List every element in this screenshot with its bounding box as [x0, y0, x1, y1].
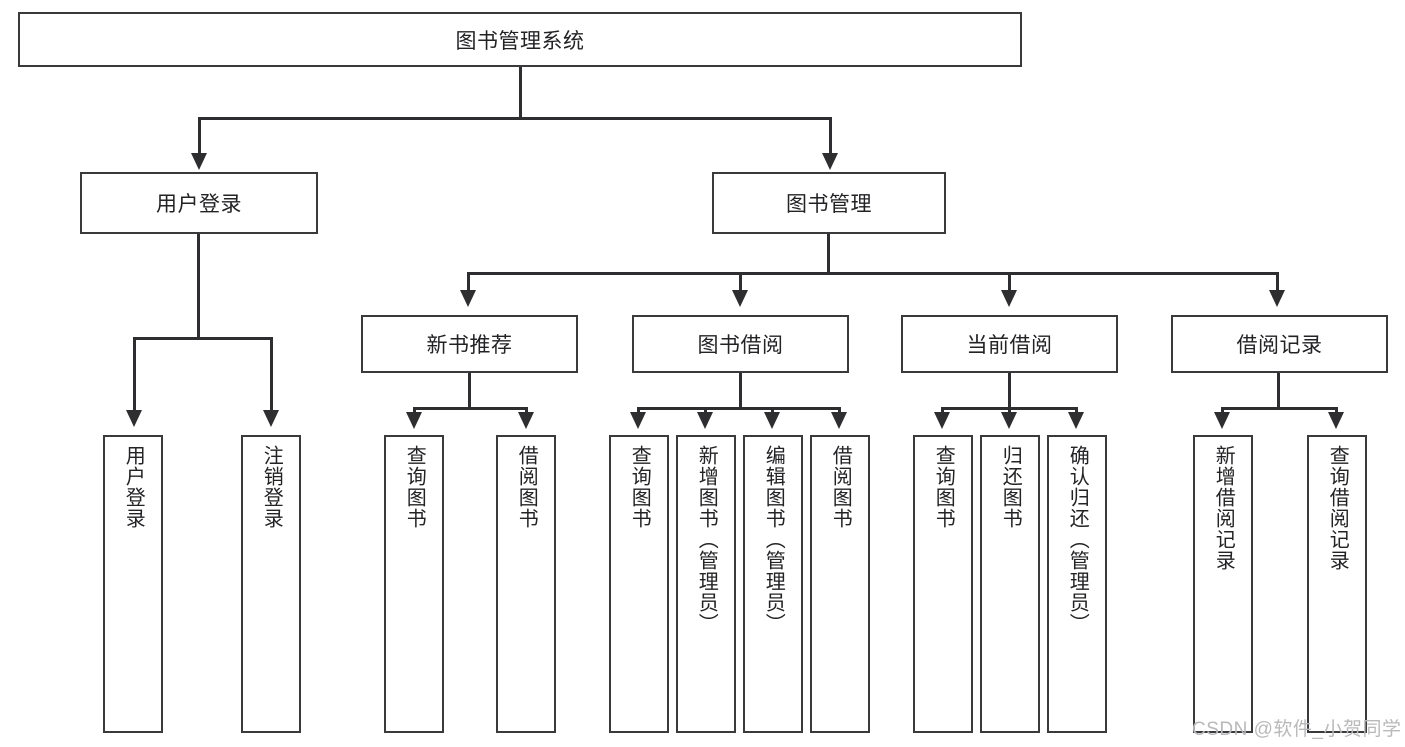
connector-user-login-bus	[133, 337, 273, 340]
connector-user-login-leaf-1	[133, 337, 136, 412]
connector-current-borrow-trunk	[1008, 373, 1011, 410]
leaf-current-borrow-2[interactable]: 归还图书	[980, 435, 1040, 733]
node-borrow-record[interactable]: 借阅记录	[1171, 315, 1388, 373]
connector-new-book-recommend-bus	[413, 407, 528, 410]
connector-user-login-leaf-2	[270, 337, 273, 412]
arrow-br-leaf-1	[1214, 412, 1230, 429]
arrow-bb-leaf-1	[630, 412, 646, 429]
node-label: 归还图书	[999, 445, 1022, 529]
node-label: 当前借阅	[966, 334, 1053, 357]
arrow-user-login-leaf-1	[126, 410, 142, 427]
node-new-book-recommend[interactable]: 新书推荐	[361, 315, 578, 373]
connector-borrow-record-bus	[1221, 407, 1338, 410]
arrow-cb-leaf-1	[934, 412, 950, 429]
node-current-borrow[interactable]: 当前借阅	[901, 315, 1118, 373]
node-label: 图书管理	[786, 193, 872, 216]
arrow-cb-leaf-3	[1068, 412, 1084, 429]
node-label: 查询图书	[628, 445, 651, 529]
node-root-book-management-system[interactable]: 图书管理系统	[18, 12, 1022, 67]
arrow-root-to-user-login	[191, 153, 207, 170]
connector-to-book-borrow	[739, 272, 742, 292]
connector-to-borrow-record	[1276, 272, 1279, 292]
arrow-br-leaf-2	[1328, 412, 1344, 429]
connector-root-trunk	[519, 67, 522, 119]
connector-root-to-book-management	[829, 117, 832, 155]
node-label: 注销登录	[260, 445, 283, 529]
connector-book-borrow-trunk	[739, 373, 742, 410]
connector-nbr-leaf-2	[525, 407, 528, 415]
arrow-to-current-borrow	[1001, 290, 1017, 307]
node-label: 用户登录	[122, 445, 145, 529]
arrow-to-new-book-recommend	[460, 290, 476, 307]
connector-cb-leaf-1	[941, 407, 944, 415]
connector-cb-leaf-3	[1075, 407, 1078, 415]
leaf-book-borrow-2[interactable]: 新增图书（管理员）	[676, 435, 736, 733]
arrow-bb-leaf-4	[831, 412, 847, 429]
node-label: 查询借阅记录	[1326, 445, 1349, 571]
leaf-current-borrow-3[interactable]: 确认归还（管理员）	[1047, 435, 1107, 733]
arrow-nbr-leaf-2	[518, 412, 534, 429]
node-label: 用户登录	[156, 193, 242, 216]
leaf-new-book-recommend-2[interactable]: 借阅图书	[496, 435, 556, 733]
arrow-bb-leaf-2	[697, 412, 713, 429]
node-label: 借阅图书	[829, 445, 852, 529]
connector-root-bus	[198, 117, 832, 120]
arrow-cb-leaf-2	[1001, 412, 1017, 429]
connector-to-new-book-recommend	[467, 272, 470, 292]
connector-nbr-leaf-1	[413, 407, 416, 415]
connector-level3-bus	[467, 272, 1279, 275]
leaf-book-borrow-1[interactable]: 查询图书	[609, 435, 669, 733]
connector-user-login-trunk	[197, 234, 200, 339]
connector-to-current-borrow	[1008, 272, 1011, 292]
leaf-book-borrow-4[interactable]: 借阅图书	[810, 435, 870, 733]
leaf-current-borrow-1[interactable]: 查询图书	[913, 435, 973, 733]
node-label: 借阅记录	[1236, 334, 1323, 357]
node-label: 新增借阅记录	[1212, 445, 1235, 571]
connector-root-to-user-login	[198, 117, 201, 155]
leaf-borrow-record-1[interactable]: 新增借阅记录	[1193, 435, 1253, 733]
leaf-book-borrow-3[interactable]: 编辑图书（管理员）	[743, 435, 803, 733]
connector-cb-leaf-2	[1008, 407, 1011, 415]
arrow-to-borrow-record	[1269, 290, 1285, 307]
leaf-user-login-1[interactable]: 用户登录	[103, 435, 163, 733]
connector-book-borrow-bus	[637, 407, 841, 410]
arrow-bb-leaf-3	[764, 412, 780, 429]
node-book-borrow[interactable]: 图书借阅	[632, 315, 849, 373]
leaf-new-book-recommend-1[interactable]: 查询图书	[384, 435, 444, 733]
leaf-user-login-2[interactable]: 注销登录	[241, 435, 301, 733]
connector-book-management-trunk	[827, 234, 830, 274]
watermark-csdn: CSDN @软件_小贺同学	[1192, 719, 1402, 740]
node-label: 编辑图书（管理员）	[762, 445, 785, 634]
connector-new-book-recommend-trunk	[468, 373, 471, 410]
connector-bb-leaf-2	[704, 407, 707, 415]
connector-borrow-record-trunk	[1277, 373, 1280, 410]
node-label: 图书管理系统	[455, 29, 585, 53]
node-label: 查询图书	[932, 445, 955, 529]
leaf-borrow-record-2[interactable]: 查询借阅记录	[1307, 435, 1367, 733]
arrow-nbr-leaf-1	[406, 412, 422, 429]
arrow-root-to-book-management	[822, 153, 838, 170]
node-user-login[interactable]: 用户登录	[80, 172, 318, 234]
node-label: 图书借阅	[697, 334, 784, 357]
node-label: 确认归还（管理员）	[1066, 445, 1089, 634]
node-label: 新增图书（管理员）	[695, 445, 718, 634]
connector-bb-leaf-4	[838, 407, 841, 415]
node-book-management[interactable]: 图书管理	[712, 172, 946, 234]
node-label: 借阅图书	[515, 445, 538, 529]
connector-bb-leaf-3	[771, 407, 774, 415]
arrow-to-book-borrow	[732, 290, 748, 307]
arrow-user-login-leaf-2	[263, 410, 279, 427]
connector-bb-leaf-1	[637, 407, 640, 415]
node-label: 新书推荐	[426, 334, 513, 357]
node-label: 查询图书	[403, 445, 426, 529]
connector-br-leaf-1	[1221, 407, 1224, 415]
connector-br-leaf-2	[1335, 407, 1338, 415]
